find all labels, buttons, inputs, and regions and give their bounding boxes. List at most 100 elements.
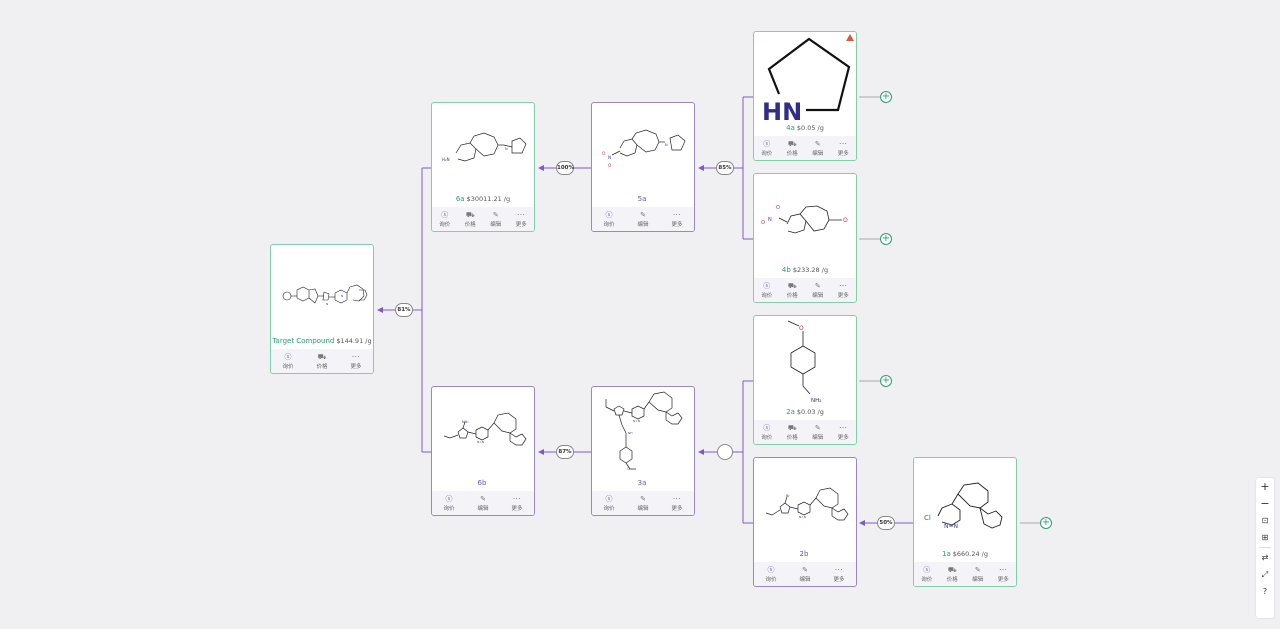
- more-button[interactable]: ···更多: [509, 211, 533, 228]
- fit-view-button[interactable]: ⊡: [1256, 512, 1274, 529]
- zoom-out-button[interactable]: −: [1256, 495, 1274, 512]
- swap-layout-button[interactable]: ⇄: [1256, 549, 1274, 566]
- compound-id[interactable]: 2b: [799, 550, 809, 558]
- more-button[interactable]: ···更多: [344, 353, 368, 370]
- edit-button[interactable]: ✎编辑: [806, 282, 830, 299]
- zoom-in-button[interactable]: +: [1256, 478, 1274, 495]
- compound-id[interactable]: 2a: [786, 408, 795, 416]
- fullscreen-button[interactable]: ⊞: [1256, 529, 1274, 546]
- action-label: 询价: [761, 292, 773, 299]
- yield-badge-6b: 87%: [556, 445, 574, 459]
- price-button[interactable]: ⛟价格: [940, 566, 964, 583]
- dollar-icon: ⓢ: [605, 210, 613, 219]
- more-button[interactable]: ···更多: [831, 140, 855, 157]
- atom-label: HN: [762, 98, 802, 122]
- expand-1a-button[interactable]: +: [1040, 517, 1052, 529]
- action-label: 更多: [833, 576, 845, 583]
- compound-id[interactable]: 4a: [786, 124, 795, 132]
- svg-text:N: N: [505, 147, 508, 151]
- svg-text:O: O: [799, 325, 804, 332]
- price-button[interactable]: ⛟价格: [780, 140, 804, 157]
- molecule-structure-6b: NH₂ N=N: [443, 412, 527, 446]
- more-button[interactable]: ···更多: [831, 282, 855, 299]
- molecule-structure-6a: H₂N N: [442, 132, 527, 162]
- more-button[interactable]: ···更多: [665, 495, 689, 512]
- route-button[interactable]: ⤢: [1256, 566, 1274, 583]
- action-label: 更多: [350, 363, 362, 370]
- more-button[interactable]: ···更多: [991, 566, 1015, 583]
- price-button[interactable]: ⛟价格: [780, 424, 804, 441]
- fullscreen-icon: ⊞: [1261, 533, 1269, 542]
- more-button[interactable]: ···更多: [665, 211, 689, 228]
- action-label: 询价: [603, 505, 615, 512]
- compound-id[interactable]: Target Compound: [272, 337, 335, 345]
- compound-id[interactable]: 6b: [477, 479, 487, 487]
- compound-id[interactable]: 1a: [941, 550, 951, 558]
- action-label: 编辑: [799, 576, 811, 583]
- expand-2a-button[interactable]: +: [880, 375, 892, 387]
- edit-button[interactable]: ✎编辑: [631, 495, 655, 512]
- edit-button[interactable]: ✎编辑: [806, 424, 830, 441]
- edit-button[interactable]: ✎编辑: [793, 566, 817, 583]
- svg-text:Cl: Cl: [924, 514, 931, 522]
- more-button[interactable]: ···更多: [505, 495, 529, 512]
- node-caption-4b: 4b$233.28 /g: [754, 266, 856, 275]
- dollar-icon: ⓢ: [923, 565, 931, 574]
- expand-4a-button[interactable]: +: [880, 91, 892, 103]
- compound-id[interactable]: 3a: [637, 479, 647, 487]
- price-button[interactable]: ⛟价格: [310, 353, 334, 370]
- more-button[interactable]: ···更多: [827, 566, 851, 583]
- compound-id[interactable]: 5a: [637, 195, 647, 203]
- expand-4b-button[interactable]: +: [880, 233, 892, 245]
- molecule-structure-1a: Cl N=N: [924, 482, 1003, 530]
- help-button[interactable]: ?: [1256, 583, 1274, 600]
- compound-id[interactable]: 4b: [781, 266, 791, 274]
- action-label: 更多: [511, 505, 523, 512]
- compound-id[interactable]: 6a: [455, 195, 465, 203]
- price-button[interactable]: ⛟价格: [458, 211, 482, 228]
- node-caption-2b: 2b: [754, 550, 856, 559]
- edit-button[interactable]: ✎编辑: [631, 211, 655, 228]
- more-button[interactable]: ···更多: [831, 424, 855, 441]
- edit-button[interactable]: ✎编辑: [966, 566, 990, 583]
- edit-button[interactable]: ✎编辑: [484, 211, 508, 228]
- edit-button[interactable]: ✎编辑: [806, 140, 830, 157]
- edit-icon: ✎: [814, 139, 821, 148]
- node-caption-2a: 2a$0.03 /g: [754, 408, 856, 417]
- edit-button[interactable]: ✎编辑: [471, 495, 495, 512]
- action-label: 更多: [837, 434, 849, 441]
- dollar-icon: ⓢ: [445, 494, 453, 503]
- action-label: 更多: [837, 150, 849, 157]
- price-button[interactable]: ⛟价格: [780, 282, 804, 299]
- svg-text:N=N: N=N: [477, 440, 484, 444]
- toolbar-divider: [1259, 547, 1271, 548]
- compound-price: $144.91 /g: [336, 337, 372, 345]
